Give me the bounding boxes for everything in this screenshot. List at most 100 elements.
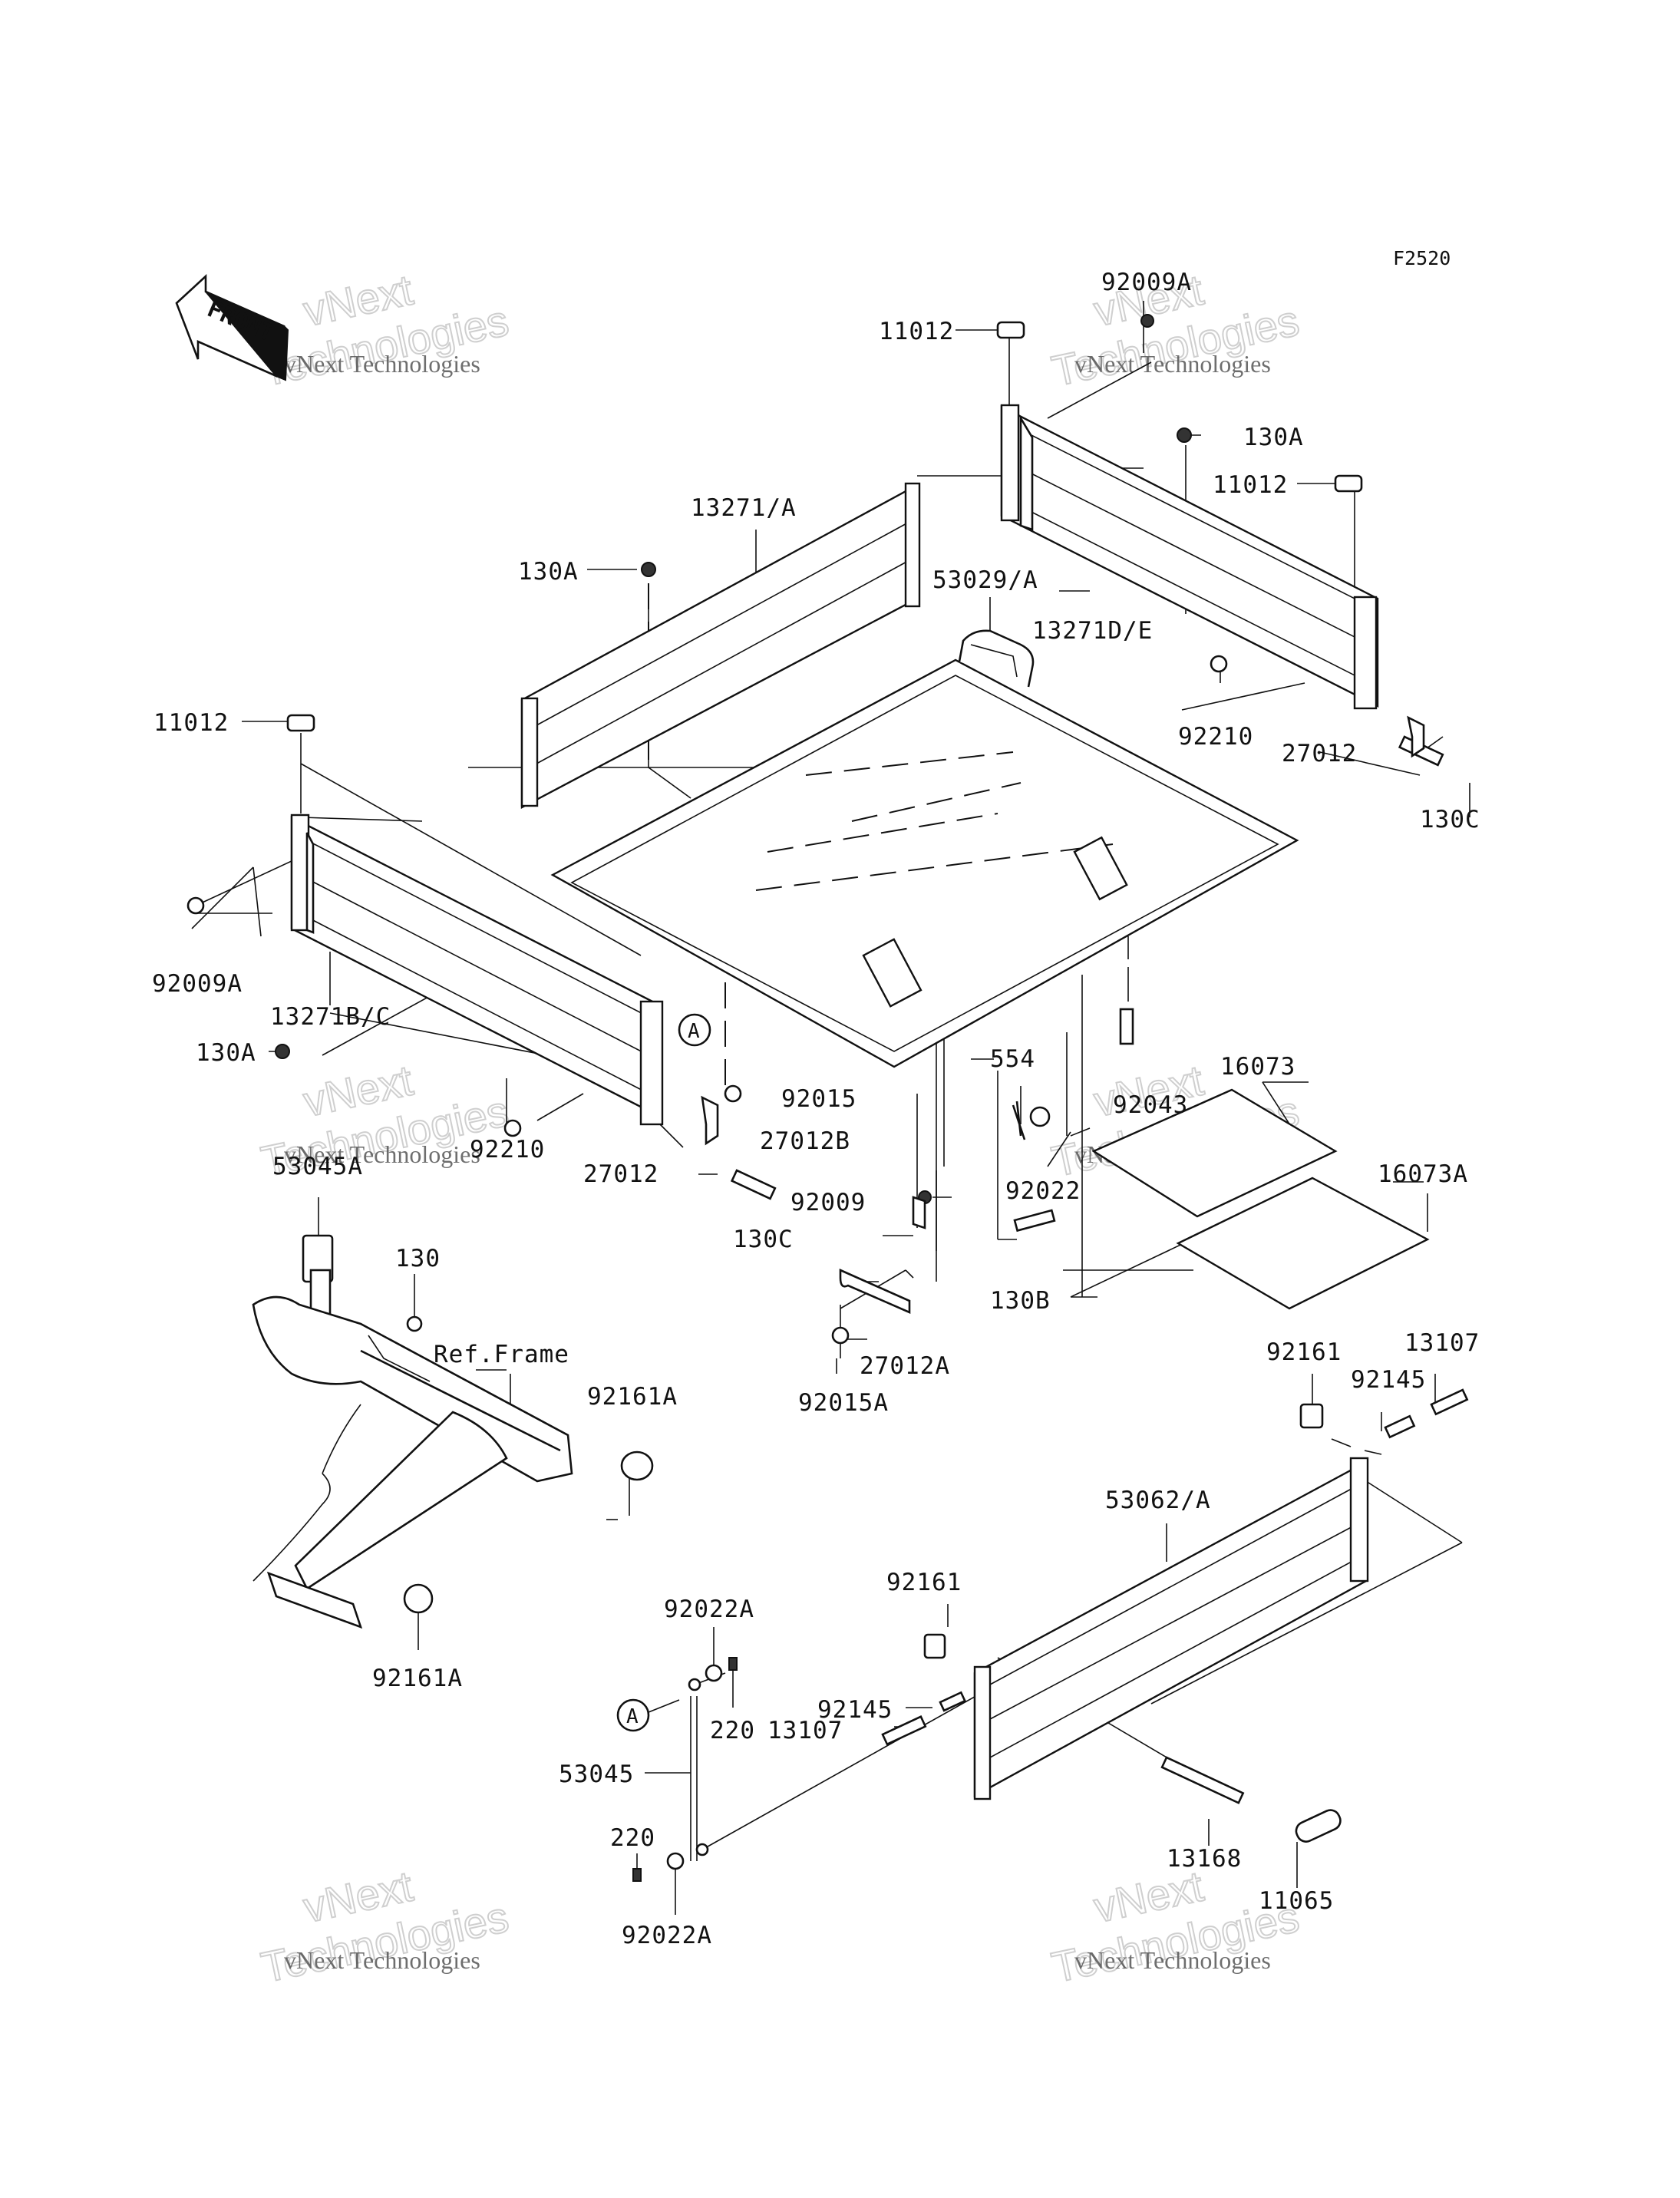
grip-11065	[1295, 1809, 1342, 1843]
label-554: 554	[990, 1045, 1035, 1073]
watermark-text: vNext Technologies	[1074, 350, 1271, 378]
clip-554	[1012, 1101, 1026, 1140]
spring-92145	[939, 1691, 966, 1712]
label-53045A: 53045A	[272, 1153, 363, 1180]
svg-text:A: A	[626, 1705, 639, 1728]
cap-92161A	[620, 1450, 654, 1481]
label-11012: 11012	[153, 709, 229, 737]
label-13107: 13107	[767, 1717, 843, 1744]
tailgate	[881, 1388, 1469, 1843]
hinge-27012A	[839, 1268, 911, 1314]
label-92015A: 92015A	[798, 1389, 889, 1417]
label-92210: 92210	[470, 1136, 545, 1163]
end-cap-11012	[286, 714, 315, 732]
label-27012: 27012	[1282, 740, 1357, 767]
side-panel-back	[520, 482, 921, 809]
front-arrow-icon: FRONT	[175, 274, 289, 381]
label-92015: 92015	[781, 1085, 857, 1113]
latch-92161	[923, 1633, 946, 1659]
label-13271DE: 13271D/E	[1032, 617, 1153, 645]
washer-92022	[1029, 1106, 1051, 1127]
label-220: 220	[610, 1824, 655, 1852]
label-130A: 130A	[1243, 424, 1304, 451]
label-13271A: 13271/A	[691, 494, 797, 522]
label-13271BC: 13271B/C	[270, 1003, 391, 1031]
spring-92145	[1384, 1414, 1416, 1439]
label-130A: 130A	[196, 1039, 256, 1067]
svg-text:A: A	[688, 1020, 700, 1043]
label-92009: 92009	[790, 1189, 866, 1216]
bolt-130	[406, 1315, 423, 1332]
label-92161A: 92161A	[372, 1665, 463, 1692]
latch-92161	[1299, 1403, 1324, 1429]
reference-frame	[252, 1295, 654, 1629]
cargo-deck	[550, 629, 1299, 1068]
bolt-220	[632, 1868, 642, 1882]
label-92161: 92161	[1266, 1338, 1342, 1366]
washer-92022A	[705, 1664, 723, 1682]
nut-92015	[724, 1084, 742, 1103]
pin-92043	[1119, 1008, 1134, 1045]
label-13168: 13168	[1167, 1845, 1242, 1873]
label-53029A: 53029/A	[932, 566, 1038, 594]
label-220: 220	[710, 1717, 755, 1744]
label-11065: 11065	[1259, 1887, 1334, 1915]
bolt-220	[728, 1657, 738, 1671]
hinge-27012	[1407, 715, 1425, 758]
bolt-130A	[641, 562, 656, 577]
label-130A: 130A	[518, 558, 579, 586]
label-130B: 130B	[990, 1287, 1051, 1315]
rivet-92009A	[186, 896, 205, 915]
label-130: 130	[395, 1245, 441, 1272]
cap-92161A	[403, 1583, 434, 1614]
label-92145: 92145	[817, 1696, 893, 1724]
diagram-code: F2520	[1393, 247, 1451, 269]
label-ref-frame: Ref.Frame	[434, 1341, 569, 1368]
bolt-130A	[275, 1044, 290, 1059]
label-27012: 27012	[583, 1160, 658, 1188]
watermark-text: vNext Technologies	[284, 1946, 480, 1974]
end-cap-11012	[1334, 474, 1363, 493]
label-92009A: 92009A	[1101, 269, 1192, 296]
label-92022: 92022	[1005, 1177, 1081, 1205]
stay-rod-53045	[632, 1657, 738, 1882]
label-16073A: 16073A	[1378, 1160, 1468, 1188]
label-92145: 92145	[1351, 1366, 1426, 1394]
bolt-130B	[1013, 1209, 1056, 1233]
label-92022A: 92022A	[622, 1922, 712, 1949]
bolt-130A	[1177, 427, 1192, 443]
latch-53045A	[302, 1234, 334, 1318]
label-92161A: 92161A	[587, 1383, 678, 1411]
label-11012: 11012	[879, 318, 954, 345]
pin-13107	[881, 1715, 927, 1746]
watermark-text: vNext Technologies	[1074, 1946, 1271, 1974]
label-130C: 130C	[1420, 806, 1480, 833]
watermark-text: vNext Technologies	[284, 1140, 480, 1168]
label-130C: 130C	[733, 1226, 794, 1253]
callout-a-marker: A	[678, 1013, 711, 1047]
end-cap-11012	[996, 321, 1025, 339]
label-13107: 13107	[1404, 1329, 1480, 1357]
label-27012A: 27012A	[860, 1352, 950, 1380]
pin-13107	[1430, 1388, 1469, 1416]
washer-92022A	[666, 1852, 685, 1870]
mat-16073	[1091, 1088, 1430, 1310]
label-92022A: 92022A	[664, 1596, 754, 1623]
hinge-27012	[701, 1095, 719, 1146]
callout-a-marker: A	[616, 1698, 650, 1732]
label-27012B: 27012B	[760, 1127, 850, 1155]
hinge-27012B	[912, 1196, 926, 1229]
label-16073: 16073	[1220, 1053, 1295, 1081]
label-53045: 53045	[559, 1761, 634, 1788]
label-92043: 92043	[1113, 1091, 1188, 1119]
label-53062A: 53062/A	[1105, 1487, 1211, 1514]
label-92009A: 92009A	[152, 970, 243, 998]
label-92161: 92161	[886, 1569, 962, 1596]
part-labels: 11012 92009A 130A 11012 13271/A 130A 530…	[152, 269, 1480, 1949]
rivet-92009A	[1140, 314, 1154, 328]
bolt-130C	[730, 1169, 777, 1200]
nut-92015A	[831, 1326, 850, 1345]
washer-92210	[1210, 655, 1228, 673]
watermark-text: vNext Technologies	[284, 350, 480, 378]
